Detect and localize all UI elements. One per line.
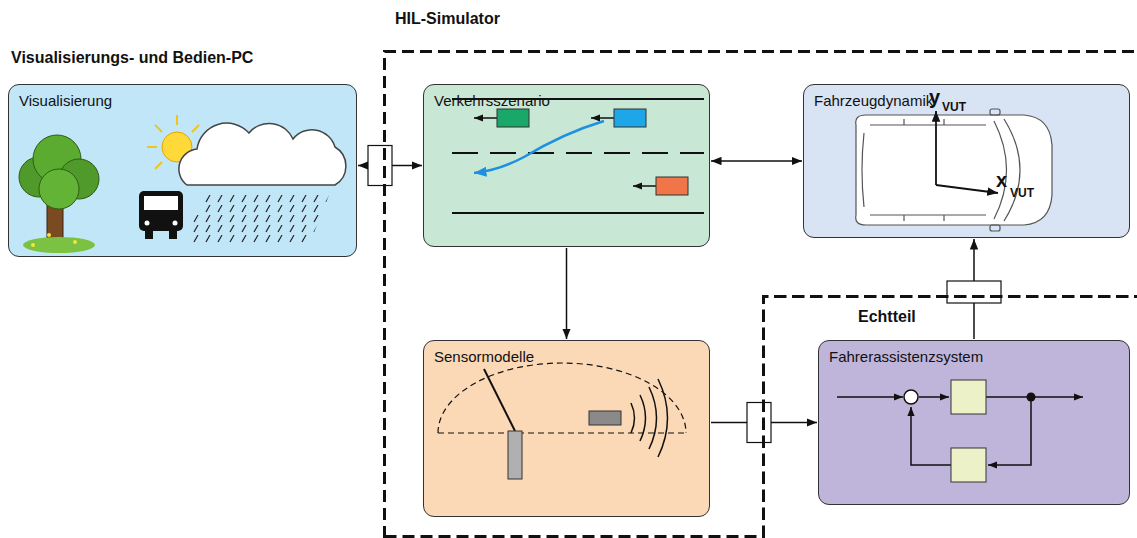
region-title: Echtteil: [858, 308, 916, 326]
interface-block: [947, 281, 1001, 303]
box-title: Verkehrsszenario: [434, 92, 550, 109]
axis-subscript: VUT: [942, 101, 966, 113]
box-title: Visualisierung: [19, 92, 112, 109]
sensor-illustration: [424, 341, 711, 518]
interface-block: [747, 403, 771, 443]
control-loop-illustration: [819, 341, 1131, 506]
box-title: Sensormodelle: [434, 348, 534, 365]
process-box: Verkehrsszenario: [423, 84, 710, 247]
axis-label: x: [996, 170, 1007, 190]
connector-arrow: [566, 248, 568, 339]
process-box: Fahrzeugdynamik: [803, 84, 1130, 238]
region-title: Visualisierungs- und Bedien-PC: [11, 49, 253, 67]
box-title: Fahrzeugdynamik: [814, 92, 933, 109]
interface-block: [368, 146, 392, 186]
hardware-region: Echtteil Fahrerassistenzsystem: [762, 295, 1137, 538]
process-box: Fahrerassistenzsystem: [818, 340, 1130, 505]
traffic-illustration: [424, 85, 711, 248]
region-title: HIL-Simulator: [395, 10, 500, 28]
box-title: Fahrerassistenzsystem: [829, 348, 983, 365]
weather-illustration: [9, 85, 358, 258]
axis-label: y: [929, 87, 940, 107]
connector-arrow: [711, 160, 802, 162]
axis-subscript: VUT: [1010, 187, 1034, 199]
process-box: Sensormodelle: [423, 340, 710, 517]
display-box: Visualisierungs- und Bedien-PCVisualisie…: [8, 84, 357, 257]
